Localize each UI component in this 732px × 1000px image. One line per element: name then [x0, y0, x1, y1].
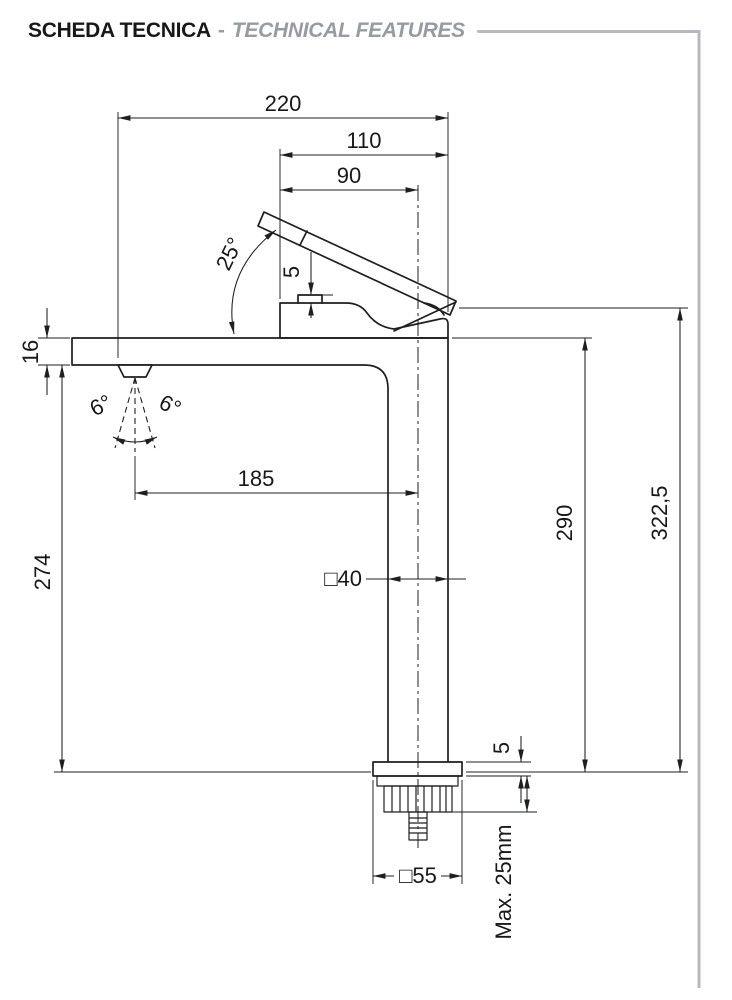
dimension-max-thickness: Max. 25mm: [452, 776, 537, 939]
dimension-head-to-axis: 90: [280, 163, 418, 193]
dimension-base-section: □55: [372, 780, 463, 888]
dimension-top-width-label: 220: [265, 91, 302, 116]
handle-notch: [299, 230, 308, 246]
dimension-lip-height-label: 5: [279, 266, 304, 278]
dimension-top-width: 220: [117, 91, 449, 358]
dimension-handle-angle: 25°: [211, 229, 277, 335]
faucet-body: [71, 337, 449, 763]
dimension-height-top-label: 290: [552, 505, 577, 542]
dimension-lip-height: 5: [279, 252, 333, 318]
section-header: SCHEDA TECNICA - TECHNICAL FEATURES: [28, 16, 732, 46]
page-title-secondary: TECHNICAL FEATURES: [231, 19, 465, 42]
header-rule: [476, 29, 699, 33]
dimension-body-section: □40: [324, 566, 466, 591]
faucet-handle: [257, 211, 457, 316]
dimension-flange-height: 5: [466, 736, 531, 803]
dimension-spout-section: 16: [18, 308, 70, 395]
dimension-body-section-label: □40: [324, 566, 362, 591]
spray-angle-right-label: 6°: [155, 389, 185, 421]
spray-cone: 6° 6°: [86, 377, 185, 452]
dimension-head-to-axis-label: 90: [337, 163, 361, 188]
faucet-head: [279, 302, 449, 339]
page-title-primary: SCHEDA TECNICA: [28, 19, 211, 42]
dimension-height-top: 290: [452, 337, 592, 772]
dimension-max-thickness-label: Max. 25mm: [491, 825, 516, 940]
dimension-head-width-label: 110: [346, 128, 381, 153]
page-title-separator: -: [217, 19, 225, 42]
head-lip: [297, 294, 323, 304]
head-detail-diagonal: [393, 301, 457, 332]
dimension-spout-section-label: 16: [18, 340, 43, 364]
dimension-height-total-label: 322,5: [647, 485, 672, 540]
aerator-nozzle: [117, 364, 153, 378]
dimension-height-underside-label: 274: [30, 554, 55, 591]
dimension-head-width: 110: [279, 128, 448, 299]
dimension-height-total: 322,5: [459, 307, 688, 772]
dimension-flange-height-label: 5: [489, 742, 514, 754]
dimension-height-underside: 274: [30, 365, 65, 772]
dimension-base-section-label: □55: [399, 863, 437, 888]
faucet-outline: [71, 211, 463, 841]
dimension-spout-reach-label: 185: [238, 466, 275, 491]
spray-angle-left-label: 6°: [86, 389, 116, 421]
head-detail-pivot-curve: [423, 302, 445, 316]
nut-knurling: [391, 786, 447, 812]
dimension-spout-reach: 185: [134, 456, 418, 500]
